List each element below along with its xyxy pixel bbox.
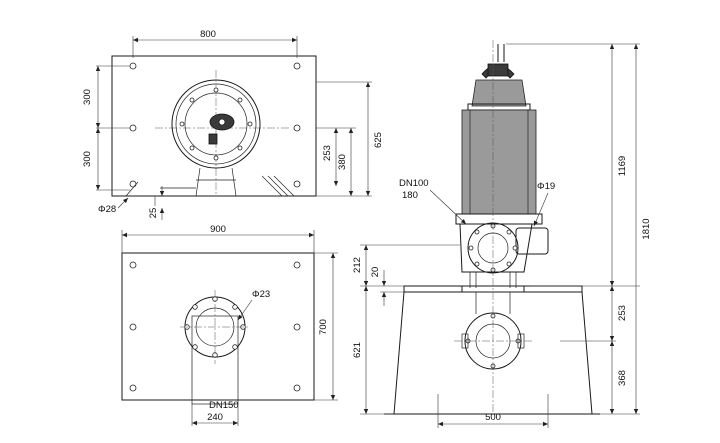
- dim-label-1169: 1169: [617, 156, 628, 176]
- dim-label-621: 621: [352, 342, 363, 358]
- bolt-hole: [129, 384, 137, 392]
- outlet-pipe: [475, 292, 511, 314]
- bolt-hole: [179, 121, 185, 127]
- pump-legs: [469, 272, 517, 288]
- hole-label-phi23: Φ23: [252, 289, 270, 300]
- flange-hole: [192, 344, 198, 350]
- bolt-hole: [237, 145, 243, 151]
- pump-motor-inner-ring: [184, 92, 248, 156]
- leader-line: [429, 189, 467, 225]
- hole-label-phi28: Φ28: [98, 204, 116, 215]
- flange-hole: [474, 229, 480, 235]
- stand-legs: [393, 291, 593, 415]
- bolt-hole: [237, 97, 243, 103]
- dim-label-253: 253: [322, 145, 333, 161]
- bolt-hole: [293, 384, 301, 392]
- dim-label-368: 368: [617, 370, 628, 386]
- base-plate-view: 900 700 Φ23 DN150 240: [121, 224, 338, 426]
- bolt-hole: [189, 145, 195, 151]
- bolt-hole: [293, 261, 301, 269]
- dim-label-240: 240: [207, 412, 223, 423]
- flange-hole: [506, 229, 512, 235]
- flange-hole: [468, 245, 474, 251]
- top-view: 800 300 300 625 380 253 Φ28 25: [82, 29, 384, 220]
- bolt-hole: [129, 180, 137, 188]
- guide-rail-bracket: [195, 167, 237, 197]
- flange-hole: [232, 304, 238, 310]
- side-view: DN100 180 Φ19 1810 1169 253 368 212 20 6…: [352, 40, 652, 428]
- leader-line: [117, 197, 129, 209]
- pump-outer-ring: [171, 79, 261, 169]
- motor-flange: [455, 213, 543, 225]
- bolt-hole: [293, 323, 301, 331]
- dim-label-20: 20: [370, 267, 381, 278]
- dim-label-1810: 1810: [641, 218, 652, 239]
- bolt-hole: [213, 87, 219, 93]
- flange-hole: [192, 304, 198, 310]
- cable-entry: [487, 63, 509, 77]
- bolt-hole: [293, 124, 301, 132]
- top-plate-outline: [111, 55, 317, 197]
- dim-label-300-upper: 300: [82, 89, 93, 105]
- dim-label-800: 800: [200, 29, 216, 40]
- flange-hole: [474, 261, 480, 267]
- motor-cap: [471, 79, 527, 107]
- dim-label-500: 500: [485, 412, 501, 423]
- dim-label-25: 25: [148, 208, 159, 219]
- pump-volute: [459, 223, 533, 273]
- motor-body: [461, 109, 537, 215]
- cable-gland: [208, 133, 218, 145]
- bolt-hole: [129, 124, 137, 132]
- bolt-hole: [247, 121, 253, 127]
- discharge-nozzle: [515, 227, 549, 255]
- leader-line: [237, 299, 253, 321]
- lifting-bail: [497, 44, 505, 62]
- dim-label-380: 380: [337, 154, 348, 170]
- bolt-hole: [129, 62, 137, 70]
- bolt-hole: [129, 261, 137, 269]
- corner-hole-leader: [125, 181, 139, 197]
- dim-label-180: 180: [402, 190, 418, 201]
- bolt-hole: [213, 155, 219, 161]
- bolt-hole: [129, 323, 137, 331]
- base-plate-outline: [121, 252, 315, 401]
- dn100-label: DN100: [399, 178, 429, 189]
- bolt-hole: [293, 180, 301, 188]
- flange-hole: [506, 261, 512, 267]
- bolt-hole: [189, 97, 195, 103]
- dim-label-212: 212: [352, 257, 363, 273]
- lifting-handle-eye: [218, 118, 226, 126]
- dim-label-300-lower: 300: [82, 151, 93, 167]
- guide-rail-hatch: [261, 175, 295, 197]
- dim-label-625: 625: [373, 132, 384, 148]
- bolt-hole: [293, 62, 301, 70]
- dn150-label: DN150: [209, 400, 239, 411]
- pump-motor-ring: [175, 83, 257, 165]
- leader-line: [533, 192, 549, 227]
- hole-label-phi19: Φ19: [537, 181, 555, 192]
- dim-label-900: 900: [210, 224, 226, 235]
- flange-hole: [232, 344, 238, 350]
- dim-label-700: 700: [318, 319, 329, 335]
- dim-label-253-side: 253: [617, 305, 628, 321]
- flange-hole: [512, 245, 518, 251]
